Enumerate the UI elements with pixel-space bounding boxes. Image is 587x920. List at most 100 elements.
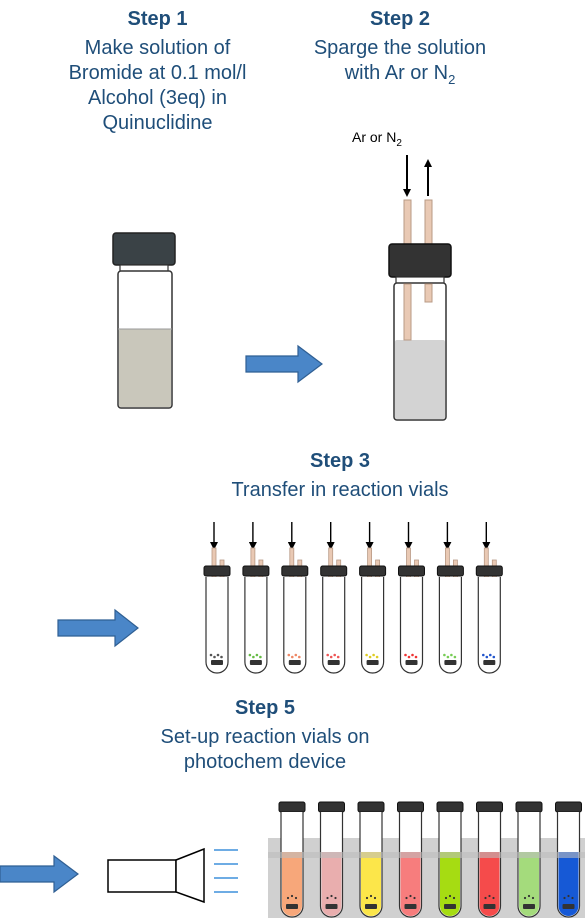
step5-vial-reagent-dot (567, 894, 570, 898)
step5-vial-reagent-dot (488, 894, 491, 898)
step3-vial-reagent-dot (291, 655, 294, 659)
step3-vial-stirbar (405, 660, 418, 665)
step1-title: Step 1 (127, 8, 188, 30)
step3-vial-reagent-dot (450, 653, 453, 657)
step1-vial (112, 232, 176, 409)
step3-line-1: Transfer in reaction vials (231, 479, 449, 501)
step5-vial-liquid (282, 852, 302, 916)
step5-vial-liquid (400, 852, 421, 916)
step1-line-2: Bromide at 0.1 mol/l (68, 62, 247, 84)
step3-vial-reagent-dot (372, 653, 375, 657)
step2-vial-cap (388, 243, 452, 278)
step5-vial-cap (397, 801, 424, 813)
step2-line-1: Sparge the solution (313, 37, 487, 59)
step5-vial-reagent-dot (373, 896, 377, 900)
step3-vial-reagent-dot (365, 653, 368, 657)
step5-vial-stirbar (325, 904, 338, 909)
step1-vial-solution (119, 329, 171, 407)
step3-vial-cap (320, 565, 348, 577)
step5-vial-stirbar (404, 904, 417, 909)
step5-vial (436, 801, 464, 918)
photochem-tray-front (268, 852, 585, 858)
step3-vial (242, 522, 270, 674)
arrow-step1-to-step2 (245, 344, 323, 384)
step5-vial-reagent-dot (563, 896, 566, 900)
arrow-to-step5 (0, 854, 79, 894)
step3-vial-reagent-dot (294, 653, 298, 657)
step3-vial-cap (242, 565, 270, 577)
gas-label-text: Ar or N (352, 129, 396, 145)
step5-vial-reagent-dot (448, 894, 452, 898)
step3-vial-stirbar (444, 660, 457, 665)
step3-vial-tube (283, 577, 307, 674)
step3-vial-reagent-dot (368, 655, 372, 659)
step5-vial-reagent-dot (527, 894, 531, 898)
step5-vial-liquid (479, 852, 500, 916)
step5-vial-reagent-dot (326, 896, 329, 900)
step3-title: Step 3 (309, 450, 371, 472)
step3-vial-reagent-dot (489, 653, 492, 657)
step3-vial-cap (281, 565, 309, 577)
step3-vial (398, 522, 425, 674)
step3-vial-reagent-dot (220, 655, 223, 659)
step3-vial (320, 522, 348, 674)
photochem-device (268, 801, 585, 918)
step3-vial-reagent-dot (411, 653, 414, 657)
step5-vial-reagent-dot (523, 896, 527, 900)
step2-line-2: with Ar or N2 (285, 61, 515, 92)
step3-vial-tube (322, 577, 346, 674)
step1-line-1: Make solution of (84, 37, 231, 59)
step5-vial-reagent-dot (409, 894, 412, 898)
step5-vial (278, 801, 306, 918)
step5-vial-cap (318, 801, 345, 813)
step3-vial-cap (475, 565, 503, 577)
step5-vial (318, 801, 345, 918)
step5-vial-reagent-dot (413, 896, 416, 900)
gas-label-subscript: 2 (396, 138, 402, 149)
step5-vial-reagent-dot (290, 894, 294, 898)
step1-line-3: Alcohol (3eq) in (88, 87, 227, 109)
step1-vial-cap (112, 232, 176, 266)
step5-vial (515, 801, 543, 918)
step3-vial-reagent-dot (213, 655, 216, 659)
step5-vial-reagent-dot (531, 896, 535, 900)
step3-vial-reagent-dot (404, 653, 407, 657)
step1-line-4: Quinuclidine (102, 112, 213, 134)
step5-vial-liquid (558, 852, 579, 916)
step3-vial-tube (477, 577, 501, 674)
step3-vial (436, 522, 464, 674)
step5-vial-cap (436, 801, 464, 813)
step3-vial-tube (361, 577, 385, 674)
step3-vial-stirbar (211, 660, 223, 665)
step5-vial-cap (357, 801, 385, 813)
step5-vial-liquid (440, 852, 460, 916)
step5-vial-reagent-dot (294, 896, 298, 900)
step5-vial-cap (515, 801, 543, 813)
step5-vial-reagent-dot (484, 896, 487, 900)
step3-vial-cap (398, 565, 425, 577)
step3-reaction-vials (203, 522, 503, 674)
step3-vial-reagent-dot (252, 655, 255, 659)
step3-vial-stirbar (483, 660, 496, 665)
step2-vial: Ar or N2 (352, 129, 452, 421)
step5-title: Step 5 (234, 697, 296, 719)
step5-vial-liquid (361, 852, 381, 916)
step3-vial-reagent-dot (255, 653, 259, 657)
step5-vial-stirbar (562, 904, 575, 909)
step5-line-1: Set-up reaction vials on (160, 726, 370, 748)
step3-vial-reagent-dot (492, 655, 496, 659)
step2-gas-subscript: 2 (448, 72, 456, 87)
step5-vial (476, 801, 503, 918)
step3-vial-reagent-dot (287, 653, 291, 657)
step5-vial-stirbar (444, 904, 456, 909)
step3-vial-reagent-dot (482, 653, 485, 657)
step5-vial-reagent-dot (444, 896, 448, 900)
step3-vial (203, 522, 231, 674)
step5-vial-reagent-dot (492, 896, 495, 900)
step2-title: Step 2 (369, 8, 431, 30)
step5-reaction-vials (278, 801, 582, 918)
step3-vial-cap (436, 565, 464, 577)
step5-vial-reagent-dot (369, 894, 373, 898)
step3-vial (359, 522, 387, 674)
step3-vial-tube (399, 577, 424, 674)
